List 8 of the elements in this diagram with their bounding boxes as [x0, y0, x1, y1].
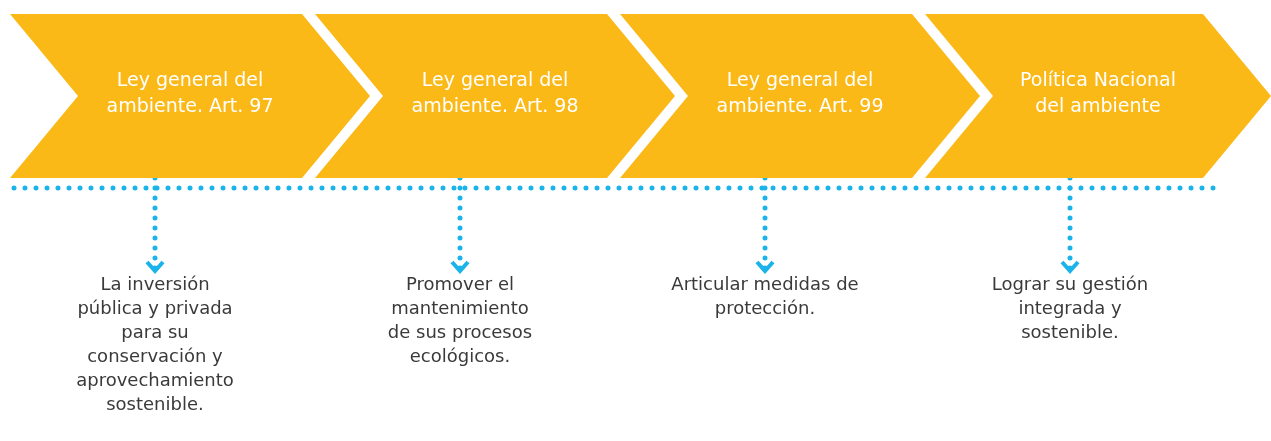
- description-text: Lograr su gestión integrada y sostenible.: [990, 272, 1150, 344]
- chevron-label: Ley general del ambiente. Art. 98: [410, 67, 580, 118]
- chevron-label: Ley general del ambiente. Art. 97: [105, 67, 275, 118]
- chevron-label: Ley general del ambiente. Art. 99: [715, 67, 885, 118]
- description-text: Promover el mantenimiento de sus procesos ecológicos.: [386, 272, 534, 368]
- description-text: La inversión pública y privada para su conservación y aprovechamiento sostenible.: [75, 272, 235, 416]
- chevron-label: Política Nacional del ambiente: [1019, 67, 1177, 118]
- description-text: Articular medidas de protección.: [670, 272, 860, 320]
